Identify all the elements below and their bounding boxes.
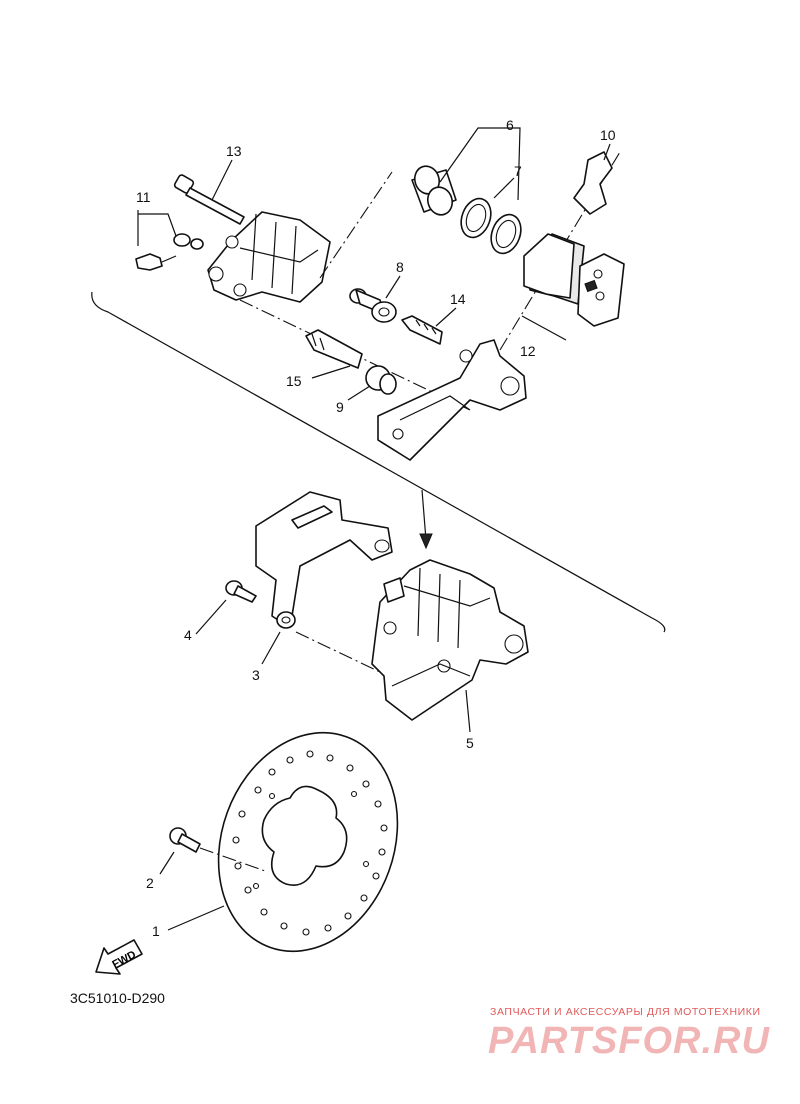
part-5-caliper-assy[interactable] [371,559,529,721]
upper-caliper-bracket[interactable] [377,339,527,461]
assembly-arrow-head [419,533,433,550]
axis-line-lower [295,631,381,673]
leader-2 [159,851,175,875]
leader-8 [385,275,401,299]
diagram-code: 3C51010-D290 [70,990,165,1006]
part-8-slide-pin[interactable] [349,288,397,323]
watermark-brand: PARTSFOR.RU [488,1020,770,1062]
axis-line-piston [319,171,393,279]
part-6-piston[interactable] [411,163,457,218]
part-13-pin-bolt[interactable] [173,174,245,225]
callout-13: 13 [226,143,242,159]
part-14-bolt[interactable] [401,315,443,345]
callout-9: 9 [336,399,344,415]
part-3-caliper-bracket[interactable] [255,491,393,629]
callout-15: 15 [286,373,302,389]
callout-7: 7 [514,163,522,179]
part-11-bleed-screw[interactable] [135,233,204,271]
callout-8: 8 [396,259,404,275]
part-9-boot[interactable] [365,365,397,395]
callout-2: 2 [146,875,154,891]
callout-3: 3 [252,667,260,683]
leader-15 [311,365,351,379]
leader-3 [261,631,281,665]
part-7-seal-kit[interactable] [456,194,526,257]
watermark-tagline: ЗАПЧАСТИ И АКСЕССУАРЫ ДЛЯ МОТОТЕХНИКИ [490,1006,761,1018]
leader-5 [465,689,471,733]
part-1-brake-disc[interactable] [189,707,427,976]
group-bracket [91,291,666,633]
leader-12 [521,315,567,341]
callout-12: 12 [520,343,536,359]
callout-11: 11 [136,189,151,205]
callout-14: 14 [450,291,466,307]
callout-4: 4 [184,627,192,643]
callout-6: 6 [506,117,514,133]
callout-5: 5 [466,735,474,751]
leader-10 [603,143,611,161]
part-12-brake-pads[interactable] [523,233,625,327]
upper-caliper-body[interactable] [207,211,331,303]
leader-4 [195,599,227,635]
part-4-bolt[interactable] [225,580,257,603]
leader-14 [435,307,457,327]
part-2-disc-bolt[interactable] [169,827,201,853]
leader-9 [347,385,371,401]
disc-holes [232,750,388,936]
assembly-arrow [421,489,427,541]
leader-1 [167,905,225,931]
fwd-arrow-icon: FWD [95,939,143,975]
part-10-pad-spring[interactable] [573,151,613,215]
part-15-slide-pin[interactable] [305,329,363,369]
leader-6 [439,127,521,201]
leader-13 [211,159,233,201]
leader-11 [137,210,177,246]
axis-line-disc [199,847,269,873]
leader-7 [493,177,515,199]
callout-10: 10 [600,127,616,143]
callout-1: 1 [152,923,160,939]
